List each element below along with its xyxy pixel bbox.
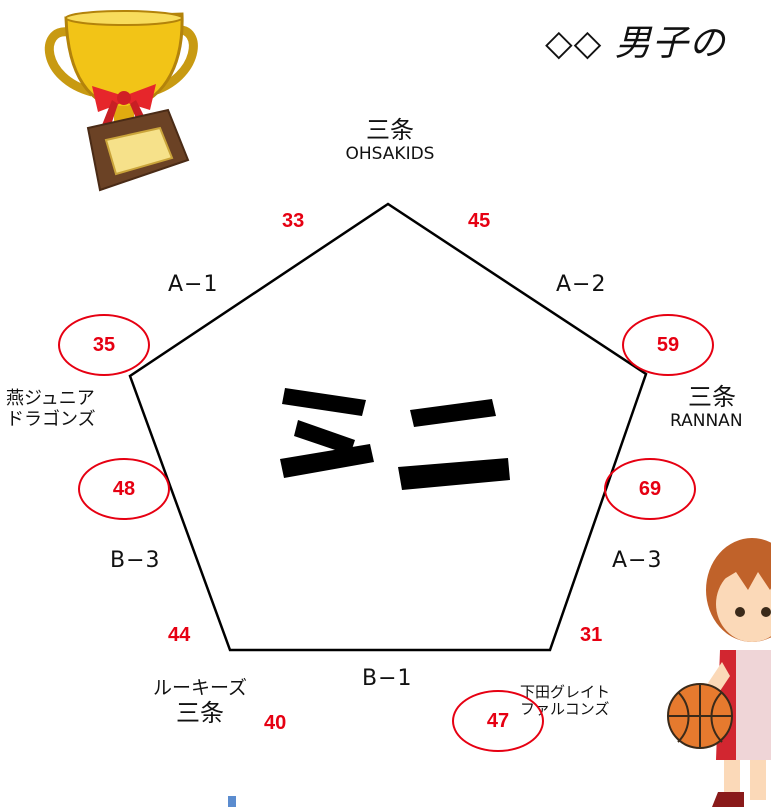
winner-circle-a3-right: 69 <box>604 458 696 520</box>
team-right-line1: 三条 <box>688 383 736 411</box>
match-a1: A−1 <box>168 272 219 297</box>
score-a3-bottom: 31 <box>580 624 603 646</box>
score-a3-right: 69 <box>638 477 662 500</box>
team-bottom-right-line1: 下田グレイト <box>520 683 611 701</box>
match-b1: B−1 <box>362 666 413 691</box>
winner-circle-b1-right: 47 <box>452 690 544 752</box>
team-right: 三条 RANNAN <box>670 383 771 431</box>
score-b3-bottom: 44 <box>168 624 191 646</box>
team-bottom-left: ルーキーズ 三条 <box>130 677 270 727</box>
score-b3-left: 48 <box>112 477 136 500</box>
match-b3: B−3 <box>110 548 161 573</box>
team-left-line1: 燕ジュニア <box>6 388 95 409</box>
team-left: 燕ジュニア ドラゴンズ <box>6 388 132 430</box>
team-top-line2: OHSAKIDS <box>345 143 435 164</box>
winner-circle-a1-left: 35 <box>58 314 150 376</box>
page-title: ◇◇ 男子の <box>545 23 726 64</box>
team-top: 三条 OHSAKIDS <box>310 116 470 164</box>
score-b1-right: 47 <box>486 709 510 732</box>
team-bottom-left-line2: 三条 <box>176 698 224 727</box>
score-a2-right: 59 <box>656 333 680 356</box>
team-right-line2: RANNAN <box>670 410 743 431</box>
team-bottom-left-line1: ルーキーズ <box>152 677 248 699</box>
score-a1-top: 33 <box>282 210 305 232</box>
team-left-line2: ドラゴンズ <box>6 408 96 430</box>
score-a1-left: 35 <box>92 333 116 356</box>
team-top-line1: 三条 <box>366 116 414 144</box>
winner-circle-b3-left: 48 <box>78 458 170 520</box>
small-marker <box>228 796 236 807</box>
match-a3: A−3 <box>612 548 663 573</box>
score-a2-top: 45 <box>468 210 491 232</box>
winner-circle-a2-right: 59 <box>622 314 714 376</box>
score-b1-left: 40 <box>264 712 287 734</box>
match-a2: A−2 <box>556 272 607 297</box>
